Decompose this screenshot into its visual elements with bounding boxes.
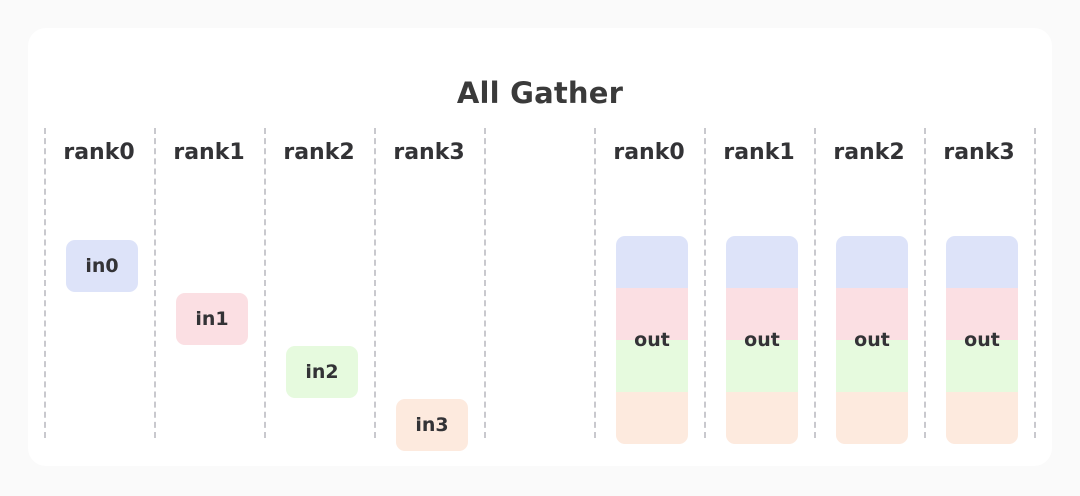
column-divider-4 (1034, 128, 1036, 438)
rank-header-3: rank3 (943, 140, 1015, 165)
column-divider-1 (704, 128, 706, 438)
input-box-in2: in2 (286, 346, 358, 398)
rank-header-0: rank0 (63, 140, 135, 165)
output-stack-0 (616, 236, 688, 444)
column-divider-2 (264, 128, 266, 438)
diagram-card: All Gather rank0 rank1 rank2 rank3 in0 in1 in… (28, 28, 1052, 466)
column-divider-3 (374, 128, 376, 438)
output-header-row: rank0 rank1 rank2 rank3 (594, 140, 1054, 174)
input-box-in1: in1 (176, 293, 248, 345)
input-box-in3: in3 (396, 399, 468, 451)
input-box-in0: in0 (66, 240, 138, 292)
output-segment-1-0 (726, 236, 798, 288)
rank-header-1: rank1 (173, 140, 245, 165)
output-segment-1-1 (726, 288, 798, 340)
output-segment-0-3 (616, 392, 688, 444)
column-divider-4 (484, 128, 486, 438)
column-divider-1 (154, 128, 156, 438)
output-segment-3-2 (946, 340, 1018, 392)
output-segment-0-1 (616, 288, 688, 340)
output-segment-3-3 (946, 392, 1018, 444)
output-stack-3 (946, 236, 1018, 444)
column-divider-0 (44, 128, 46, 438)
rank-header-2: rank2 (283, 140, 355, 165)
rank-header-0: rank0 (613, 140, 685, 165)
output-stack-2 (836, 236, 908, 444)
column-divider-3 (924, 128, 926, 438)
output-segment-0-2 (616, 340, 688, 392)
output-segment-2-2 (836, 340, 908, 392)
output-segment-3-1 (946, 288, 1018, 340)
column-divider-2 (814, 128, 816, 438)
output-segment-0-0 (616, 236, 688, 288)
output-segment-2-0 (836, 236, 908, 288)
rank-header-1: rank1 (723, 140, 795, 165)
output-segment-2-1 (836, 288, 908, 340)
page-title: All Gather (456, 76, 624, 110)
output-segment-3-0 (946, 236, 1018, 288)
rank-header-2: rank2 (833, 140, 905, 165)
output-segment-2-3 (836, 392, 908, 444)
output-segment-1-3 (726, 392, 798, 444)
column-divider-0 (594, 128, 596, 438)
input-header-row: rank0 rank1 rank2 rank3 (44, 140, 504, 174)
output-stack-1 (726, 236, 798, 444)
rank-header-3: rank3 (393, 140, 465, 165)
output-segment-1-2 (726, 340, 798, 392)
